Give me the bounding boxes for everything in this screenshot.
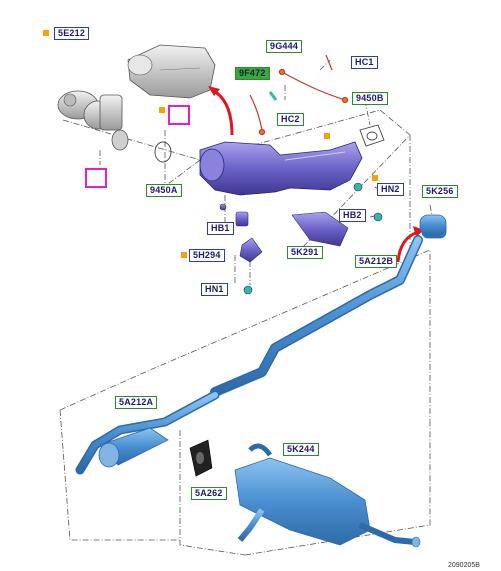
label-5k291[interactable]: 5K291 bbox=[287, 246, 323, 259]
label-9g444[interactable]: 9G444 bbox=[266, 40, 303, 53]
label-9450a[interactable]: 9450A bbox=[146, 184, 182, 197]
gaskets bbox=[154, 124, 385, 163]
label-5k256[interactable]: 5K256 bbox=[422, 185, 458, 198]
label-5k244[interactable]: 5K244 bbox=[283, 443, 319, 456]
catalyst-heatshield-icon bbox=[127, 44, 216, 99]
illustration-code: 2090205B bbox=[448, 562, 480, 569]
reference-square-3 bbox=[181, 252, 187, 258]
catalyst-assembly bbox=[199, 141, 363, 196]
rear-muffler-5k244 bbox=[234, 443, 421, 548]
label-9450b[interactable]: 9450B bbox=[352, 92, 388, 105]
label-hc1[interactable]: HC1 bbox=[351, 56, 378, 69]
center-silencer-5a212a bbox=[75, 390, 220, 475]
tool-callout-turbo bbox=[85, 168, 107, 188]
label-5h294[interactable]: 5H294 bbox=[189, 249, 225, 262]
reference-square-4 bbox=[324, 133, 330, 139]
small-brackets bbox=[219, 182, 383, 295]
label-5a262[interactable]: 5A262 bbox=[191, 487, 227, 500]
label-5e212[interactable]: 5E212 bbox=[54, 27, 90, 40]
reference-square-1 bbox=[43, 30, 49, 36]
label-hc2[interactable]: HC2 bbox=[277, 113, 304, 126]
sensors bbox=[249, 54, 349, 136]
label-hb1[interactable]: HB1 bbox=[207, 222, 234, 235]
hanger-insulator-5a262 bbox=[189, 439, 213, 477]
label-5a212b[interactable]: 5A212B bbox=[355, 255, 398, 268]
turbocharger-icon bbox=[57, 90, 129, 151]
label-5a212a[interactable]: 5A212A bbox=[115, 396, 158, 409]
reference-square-2 bbox=[159, 107, 165, 113]
reference-square-5 bbox=[372, 175, 378, 181]
label-hb2[interactable]: HB2 bbox=[339, 209, 366, 222]
label-hn1[interactable]: HN1 bbox=[201, 283, 228, 296]
tool-callout-heatshield bbox=[168, 105, 190, 125]
label-9f472[interactable]: 9F472 bbox=[235, 67, 270, 80]
clamp-5k256 bbox=[419, 214, 447, 236]
label-hn2[interactable]: HN2 bbox=[377, 183, 404, 196]
arrow-heads bbox=[208, 86, 424, 237]
